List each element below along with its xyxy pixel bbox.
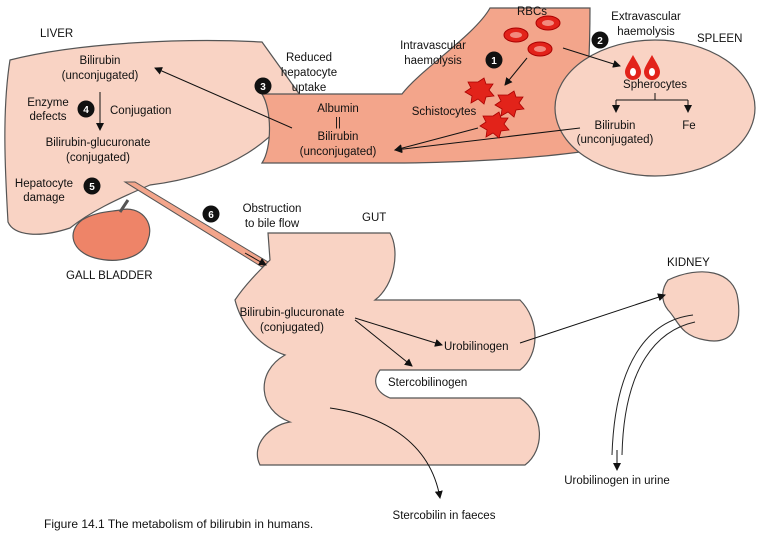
label-spleen-bilirubin-2: (unconjugated) — [577, 134, 654, 146]
label-liver-bg-1: Bilirubin-glucuronate — [46, 137, 151, 149]
label-intravascular-2: haemolysis — [404, 55, 462, 67]
label-intravascular-1: Intravascular — [400, 40, 466, 52]
label-liver-bg-2: (conjugated) — [66, 152, 130, 164]
label-liver: LIVER — [40, 28, 73, 40]
arrow-to-stercobilinogen — [354, 319, 413, 367]
ureter-line-1 — [611, 314, 694, 456]
label-hepatocyte-2: damage — [23, 192, 65, 204]
label-gut-bg-2: (conjugated) — [260, 322, 324, 334]
kidney-shape — [662, 271, 740, 342]
svg-text:3: 3 — [260, 82, 266, 93]
marker-5: 5 — [83, 177, 101, 195]
label-spherocytes: Spherocytes — [623, 79, 687, 91]
label-reduced-3: uptake — [292, 82, 327, 94]
arrow-spleen-to-plasma — [394, 127, 581, 154]
arrow-rbc-intravascular — [504, 57, 528, 86]
label-stercobilin: Stercobilin in faeces — [393, 510, 496, 522]
marker-2: 2 — [591, 31, 609, 49]
marker-6: 6 — [202, 205, 220, 223]
label-schistocytes: Schistocytes — [412, 106, 477, 118]
spherocyte-split — [616, 93, 688, 101]
svg-text:5: 5 — [89, 182, 95, 193]
svg-text:2: 2 — [597, 36, 603, 47]
arrow-to-urobilinogen — [354, 317, 443, 347]
marker-1: 1 — [485, 51, 503, 69]
svg-text:1: 1 — [491, 56, 497, 67]
label-rbcs: RBCs — [517, 6, 547, 18]
marker-3: 3 — [254, 77, 272, 95]
label-enzyme-2: defects — [29, 111, 66, 123]
label-conjugation: Conjugation — [110, 105, 171, 117]
liver-shape — [4, 39, 301, 235]
label-gut-bg-1: Bilirubin-glucuronate — [240, 307, 345, 319]
svg-text:6: 6 — [208, 210, 214, 221]
label-fe: Fe — [682, 120, 695, 132]
label-albumin-link: || — [335, 117, 341, 129]
label-extravascular-1: Extravascular — [611, 11, 681, 23]
label-stercobilinogen: Stercobilinogen — [388, 377, 467, 389]
rbc-cells — [503, 15, 561, 57]
label-obstruction-2: to bile flow — [245, 218, 300, 230]
label-obstruction-1: Obstruction — [243, 203, 302, 215]
label-spleen-bilirubin-1: Bilirubin — [595, 120, 636, 132]
marker-4: 4 — [77, 100, 95, 118]
label-albumin: Albumin — [317, 103, 359, 115]
schistocyte-icons — [464, 77, 525, 139]
arrow-to-kidney — [519, 293, 666, 344]
arrow-schistocyte-to-plasma — [394, 127, 479, 153]
arrow-plasma-to-liver — [154, 67, 293, 129]
label-urine: Urobilinogen in urine — [564, 475, 669, 487]
bile-duct-branch — [118, 199, 130, 213]
label-plasma-bilirubin-1: Bilirubin — [318, 131, 359, 143]
spleen-shape — [554, 39, 756, 177]
label-hepatocyte-1: Hepatocyte — [15, 178, 73, 190]
label-liver-bilirubin-2: (unconjugated) — [62, 70, 139, 82]
label-urobilinogen: Urobilinogen — [444, 341, 509, 353]
arrow-duct-to-gut — [244, 252, 267, 266]
label-kidney: KIDNEY — [667, 257, 710, 269]
bile-duct — [123, 181, 269, 268]
label-enzyme-1: Enzyme — [27, 97, 69, 109]
figure-caption: Figure 14.1 The metabolism of bilirubin … — [44, 517, 313, 531]
label-gut: GUT — [362, 212, 386, 224]
gall-bladder-shape — [72, 208, 151, 261]
label-extravascular-2: haemolysis — [617, 26, 675, 38]
arrow-to-faeces — [329, 407, 443, 499]
label-spleen: SPLEEN — [697, 33, 742, 45]
label-plasma-bilirubin-2: (unconjugated) — [300, 146, 377, 158]
label-liver-bilirubin-1: Bilirubin — [80, 55, 121, 67]
ureter-line-2 — [621, 321, 696, 456]
arrow-rbc-extravascular — [562, 47, 621, 68]
spherocyte-icons — [625, 55, 660, 80]
label-reduced-1: Reduced — [286, 52, 332, 64]
label-reduced-2: hepatocyte — [281, 67, 337, 79]
gut-shape — [234, 232, 540, 466]
svg-text:4: 4 — [83, 105, 89, 116]
label-gall-bladder: GALL BLADDER — [66, 270, 153, 282]
